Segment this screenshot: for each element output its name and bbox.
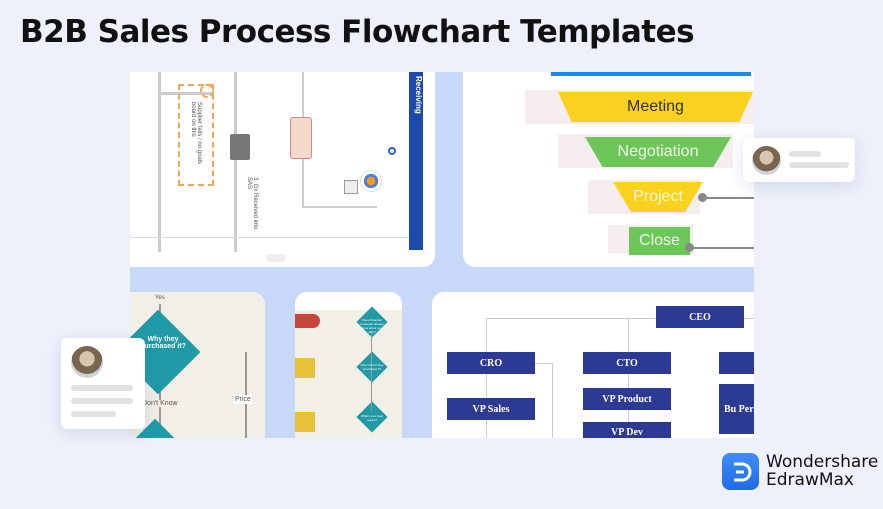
funnel-stage-meeting: Meeting (558, 92, 753, 122)
pin-icon (388, 147, 396, 155)
stage-label: Close (639, 232, 680, 249)
brand-name: Wondershare EdrawMax (766, 453, 878, 489)
truck-icon (290, 117, 312, 159)
org-node-business-performance: Bu Perf (719, 384, 754, 434)
decision-text: Why they purchased it? (140, 336, 186, 350)
yes-label: Yes (155, 295, 165, 301)
profile-card (743, 138, 855, 182)
decision-text: What's your best guess? (360, 414, 384, 422)
template-gallery: Receiving 3. Gx Received into SAS Suppli… (130, 72, 754, 438)
brand-line1: Wondershare (766, 452, 879, 472)
decision-text: Does Potential Customer already know abo… (360, 318, 384, 334)
funnel-stage-project: Project (613, 182, 703, 212)
page-title: B2B Sales Process Flowchart Templates (20, 14, 695, 50)
avatar (71, 346, 103, 378)
org-chart-template-thumbnail[interactable]: CEO CRO CTO VP Sales VP Product VP Dev B… (432, 292, 754, 438)
customer-flow-template-thumbnail[interactable]: Does Potential Customer already know abo… (295, 292, 402, 438)
org-node-cto: CTO (583, 352, 671, 374)
price-label: Price (234, 395, 252, 404)
avatar (752, 146, 781, 175)
home-indicator (266, 254, 286, 262)
org-node-vp-dev: VP Dev (583, 422, 671, 438)
document-icon (344, 180, 358, 194)
decision-text: Why haven't they purchased it? (360, 363, 384, 371)
brand-line2: EdrawMax (766, 470, 854, 490)
step-text: 3. Gx Received into SAS (246, 177, 258, 230)
purchase-flow-template-thumbnail[interactable]: Yes Why they purchased it? Don't Know Pr… (130, 292, 265, 438)
edrawmax-logo-icon (722, 453, 759, 490)
laptop-icon (230, 134, 250, 160)
funnel-stage-negotiation: Negotiation (585, 137, 731, 167)
lane-label: Receiving (409, 72, 423, 250)
stage-label: Negotiation (617, 143, 699, 160)
funnel-template-thumbnail[interactable]: Meeting Negotiation Project Close (463, 72, 754, 267)
note-box (178, 84, 214, 186)
coin-icon (360, 170, 382, 192)
org-node-vp-sales: VP Sales (447, 398, 535, 420)
org-node-vp-product: VP Product (583, 388, 671, 410)
stage-label: Project (633, 188, 683, 205)
funnel-stage-close: Close (629, 227, 690, 255)
profile-card (61, 338, 145, 429)
stage-label: Meeting (627, 98, 684, 115)
org-node-cro: CRO (447, 352, 535, 374)
note-text: Supplier fails / no goals board on this (190, 102, 202, 165)
org-node-ceo: CEO (656, 306, 744, 328)
org-node-partial (719, 352, 754, 374)
swimlane-template-thumbnail[interactable]: Receiving 3. Gx Received into SAS Suppli… (130, 72, 435, 267)
clock-icon (200, 84, 214, 98)
branch-label: Don't Know (142, 400, 178, 407)
